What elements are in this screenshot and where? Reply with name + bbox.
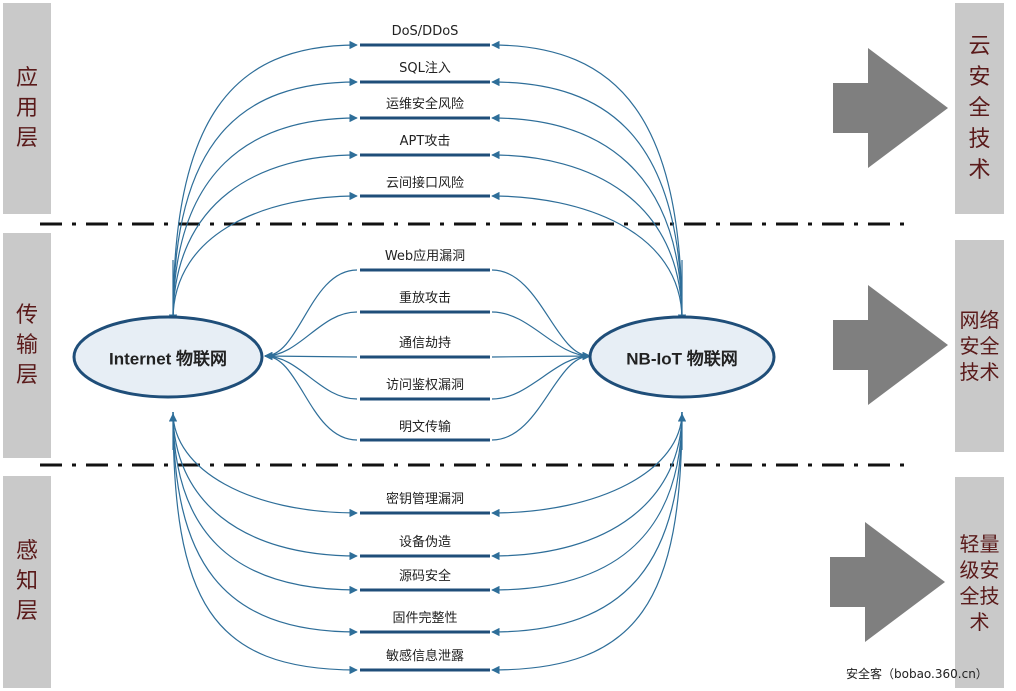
connector-curve — [172, 191, 358, 321]
connector-curve — [264, 311, 358, 361]
threat-label: APT攻击 — [399, 134, 451, 149]
connector-curve — [491, 311, 591, 361]
threat-label: 通信劫持 — [398, 336, 452, 351]
arrow-right-icon — [830, 522, 945, 642]
connector-curve — [491, 351, 591, 361]
threat-label: 密钥管理漏洞 — [385, 492, 465, 507]
connector-curve — [491, 113, 683, 321]
node-internet-label: Internet 物联网 — [108, 349, 228, 369]
threat-label: 重放攻击 — [398, 291, 452, 306]
connector-curve — [491, 351, 591, 441]
connector-curve — [491, 411, 683, 637]
arrow-right-icon — [833, 285, 948, 405]
connector-curve — [172, 150, 358, 321]
threat-label: 敏感信息泄露 — [385, 649, 465, 664]
connector-curve — [264, 269, 358, 361]
tech-lightweight-security: 轻量级安全技术 — [955, 477, 1004, 688]
connector-curve — [172, 113, 358, 321]
connector-curve — [491, 191, 683, 321]
threat-label: DoS/DDoS — [391, 24, 459, 39]
connector-curve — [491, 77, 683, 321]
connector-curve — [491, 411, 683, 595]
connector-curve — [491, 351, 591, 400]
layer-transport-char-3: 层 — [15, 362, 38, 388]
connector-curve — [491, 411, 683, 675]
node-nbiot-label: NB-IoT 物联网 — [626, 349, 738, 369]
threat-label: 设备伪造 — [398, 535, 452, 550]
layer-transport-char-1: 传 — [15, 302, 38, 328]
layer-application: 应 用 层 — [3, 3, 51, 214]
layer-application-char-3: 层 — [15, 125, 38, 151]
connector-curve — [491, 40, 683, 321]
layer-application-char-1: 应 — [15, 65, 38, 91]
layer-perception: 感 知 层 — [3, 476, 51, 688]
watermark: 安全客（bobao.360.cn） — [846, 667, 988, 681]
connector-curve — [172, 411, 358, 561]
layer-perception-char-3: 层 — [15, 599, 38, 624]
threat-label: 云间接口风险 — [385, 176, 465, 191]
threat-label: 源码安全 — [398, 569, 452, 584]
threat-label: SQL注入 — [399, 61, 451, 76]
connector-curve — [491, 269, 591, 361]
layer-perception-char-1: 感 — [15, 539, 38, 564]
connector-curve — [172, 411, 358, 637]
connector-curve — [172, 77, 358, 321]
threat-label: 访问鉴权漏洞 — [385, 378, 465, 393]
connector-curve — [264, 351, 358, 361]
connector-curve — [172, 411, 358, 518]
connector-curve — [264, 351, 358, 441]
threat-label: Web应用漏洞 — [384, 249, 466, 264]
tech-network-security: 网络安全技术 — [955, 240, 1004, 452]
connector-curve — [172, 40, 358, 321]
connector-curve — [491, 150, 683, 321]
threat-label: 运维安全风险 — [385, 97, 465, 112]
layer-perception-char-2: 知 — [15, 569, 38, 594]
layer-transport-char-2: 输 — [15, 332, 38, 358]
layer-application-char-2: 用 — [15, 95, 38, 121]
tech-cloud-security: 云安全技术 — [955, 3, 1004, 214]
layer-transport: 传 输 层 — [3, 233, 51, 458]
arrow-right-icon — [833, 48, 948, 168]
connector-curve — [264, 351, 358, 400]
connector-curve — [491, 411, 683, 518]
connector-curve — [491, 411, 683, 561]
threat-label: 固件完整性 — [392, 611, 458, 626]
connector-curve — [172, 411, 358, 595]
node-internet — [72, 315, 264, 399]
threat-label: 明文传输 — [398, 420, 452, 435]
connector-curve — [172, 411, 358, 675]
node-nbiot — [588, 315, 776, 399]
